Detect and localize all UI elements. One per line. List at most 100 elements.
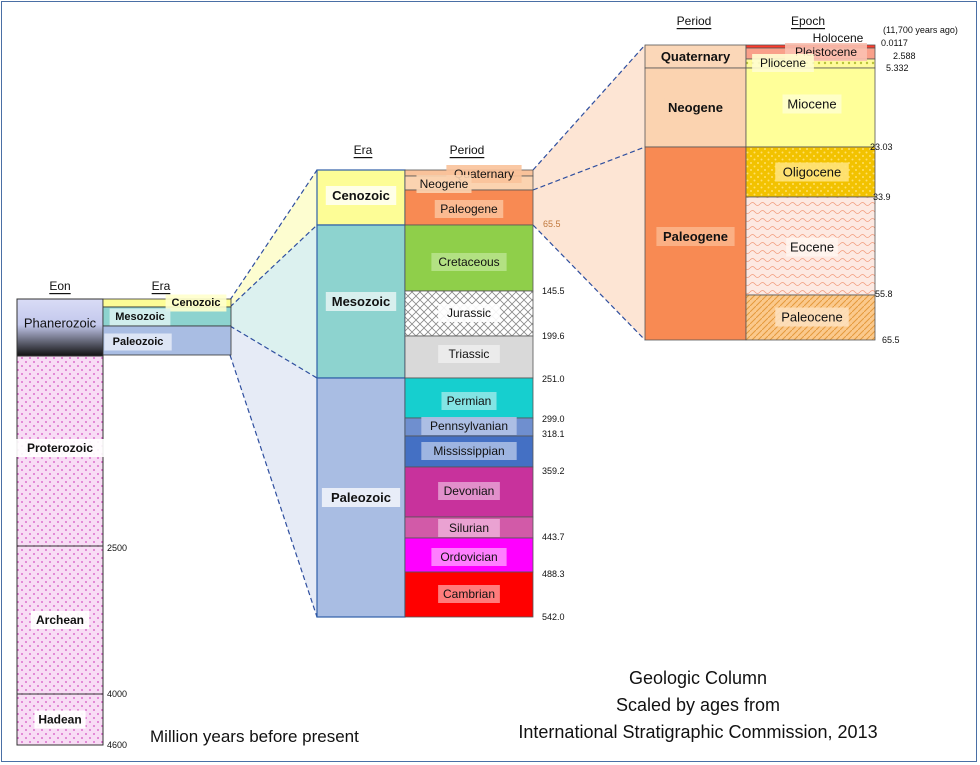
period-cambrian-label: Cambrian [443, 587, 495, 601]
epoch-miocene-label: Miocene [787, 97, 836, 112]
eon-archean-label-bg [30, 611, 90, 629]
period-paleogene-block [404, 189, 534, 226]
period-devonian-label-bg [438, 482, 500, 500]
epoch-header: Epoch [791, 14, 825, 28]
epoch-pliocene-label-bg [752, 54, 814, 72]
period-silurian-label: Silurian [449, 521, 489, 535]
title-line-2: Scaled by ages from [615, 695, 781, 715]
eon-archean-label: Archean [36, 613, 84, 627]
units-caption: Million years before present [150, 727, 359, 746]
period-ordovician-label: Ordovician [440, 550, 497, 564]
eon-hadean-block [16, 693, 104, 746]
period-paleogene-label-bg [434, 200, 504, 218]
eon-tick-4000: 4000 [107, 689, 127, 699]
diagram-title: Geologic Column Scaled by ages from Inte… [470, 665, 926, 746]
epoch-oligocene-label: Oligocene [783, 165, 842, 180]
epoch-tick-0.0117: 0.0117 [881, 38, 908, 48]
period-tick-359.2: 359.2 [542, 466, 565, 476]
period-jurassic-label: Jurassic [447, 306, 491, 320]
cenozoic-period-paleogene-label: Paleogene [663, 229, 728, 244]
zoom-connector-line [229, 325, 318, 379]
zoom-connector-line [532, 146, 646, 191]
period-devonian-label: Devonian [444, 484, 495, 498]
paleozoic-zoom-wedge [230, 326, 317, 617]
period-ordovician-label-bg [431, 548, 507, 566]
period-permian-label: Permian [447, 394, 492, 408]
period-neogene-label: Neogene [420, 177, 469, 191]
period-header: Period [450, 143, 485, 157]
era-cenozoic-label-bg [325, 186, 397, 205]
era-paleozoic-label-bg [321, 488, 401, 507]
era-small-mesozoic-label: Mesozoic [115, 311, 165, 323]
period-mississippian-label-bg [421, 442, 517, 460]
cenozoic-period-quaternary-label-bg [652, 47, 739, 66]
period-silurian-label-bg [438, 519, 500, 537]
cenozoic-zoom-wedge [230, 170, 317, 307]
period-header-right: Period [677, 14, 712, 28]
era-small-cenozoic-label-bg [165, 294, 227, 312]
epoch-tick-55.8: 55.8 [875, 289, 893, 299]
period-triassic-label: Triassic [449, 347, 490, 361]
epoch-holocene-label: Holocene [813, 31, 864, 45]
title-line-3: International Stratigraphic Commission, … [518, 722, 878, 742]
period-tick-199.6: 199.6 [542, 331, 565, 341]
eon-proterozoic-label: Proterozoic [27, 441, 93, 455]
title-line-1: Geologic Column [628, 668, 768, 688]
eon-tick-2500: 2500 [107, 543, 127, 553]
period-neogene-label-bg [416, 175, 472, 193]
period-pennsylvanian-label: Pennsylvanian [430, 419, 508, 433]
era-small-mesozoic-label-bg [109, 308, 171, 326]
zoom-connector-line [532, 44, 646, 171]
era-header: Era [354, 143, 373, 157]
epoch-tick-5.332: 5.332 [886, 63, 909, 73]
cenozoic-period-zoom-wedge [533, 45, 645, 340]
period-triassic-label-bg [438, 345, 500, 363]
epoch-tick-23.03: 23.03 [870, 142, 893, 152]
period-jurassic-label-bg [438, 304, 500, 322]
epoch-oligocene-label-bg [775, 162, 849, 182]
period-tick-318.1: 318.1 [542, 429, 565, 439]
epoch-tick-65.5: 65.5 [882, 335, 900, 345]
period-tick-251.0: 251.0 [542, 374, 565, 384]
era-mesozoic-label-bg [325, 292, 397, 311]
holocene-note: (11,700 years ago) [883, 25, 958, 35]
mesozoic-zoom-wedge [230, 225, 317, 378]
era-small-cenozoic-label: Cenozoic [172, 297, 221, 309]
epoch-paleocene-label: Paleocene [781, 310, 842, 325]
eon-phanerozoic-label: Phanerozoic [24, 316, 97, 331]
period-cretaceous-label-bg [431, 253, 507, 271]
era-mesozoic-label: Mesozoic [332, 294, 391, 309]
period-tick-542.0: 542.0 [542, 612, 565, 622]
period-cretaceous-label: Cretaceous [438, 255, 499, 269]
period-cambrian-label-bg [438, 585, 500, 603]
zoom-connector-line [532, 224, 646, 341]
epoch-pliocene-label: Pliocene [760, 56, 806, 70]
cenozoic-period-neogene-label: Neogene [668, 100, 723, 115]
cenozoic-period-paleogene-label-bg [656, 227, 735, 246]
period-tick-299.0: 299.0 [542, 414, 565, 424]
era-header-small: Era [152, 279, 171, 293]
cenozoic-period-quaternary-label: Quaternary [661, 49, 731, 64]
era-cenozoic-label: Cenozoic [332, 188, 390, 203]
period-tick-443.7: 443.7 [542, 532, 565, 542]
eon-proterozoic-label-bg [16, 439, 104, 457]
epoch-tick-33.9: 33.9 [873, 192, 891, 202]
eon-tick-4600: 4600 [107, 740, 127, 750]
epoch-eocene-label: Eocene [790, 240, 834, 255]
epoch-miocene-label-bg [782, 94, 842, 114]
zoom-connector-line [229, 169, 318, 301]
epoch-eocene-label-bg [786, 237, 838, 257]
period-tick-65.5: 65.5 [543, 219, 561, 229]
period-paleogene-label: Paleogene [440, 202, 498, 216]
zoom-connector-line [229, 224, 318, 308]
era-small-paleozoic-label: Paleozoic [113, 336, 164, 348]
epoch-tick-2.588: 2.588 [893, 51, 916, 61]
period-tick-145.5: 145.5 [542, 286, 565, 296]
period-tick-488.3: 488.3 [542, 569, 565, 579]
period-pennsylvanian-label-bg [421, 417, 517, 435]
eon-hadean-label: Hadean [38, 713, 81, 727]
epoch-paleocene-label-bg [775, 307, 849, 327]
eon-hadean-label-bg [34, 710, 86, 729]
period-mississippian-label: Mississippian [433, 444, 504, 458]
eon-header: Eon [49, 279, 70, 293]
